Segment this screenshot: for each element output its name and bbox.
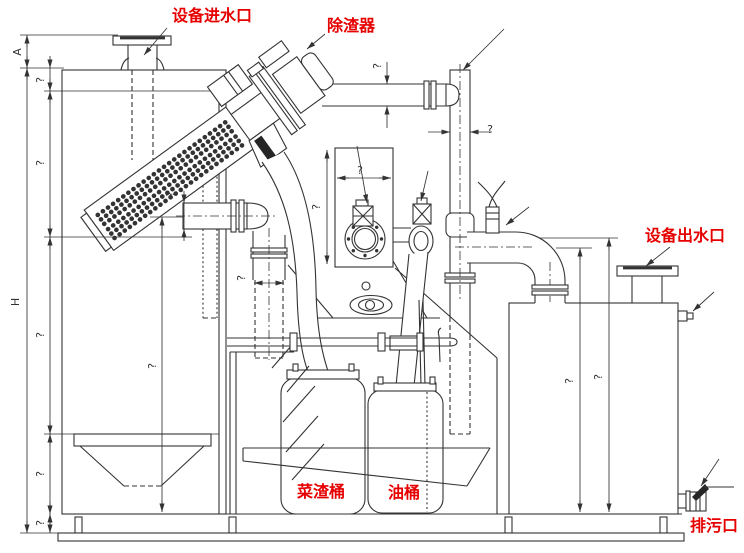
tank-side-pipe [176,199,288,360]
leader-oil-valve [420,170,429,202]
level-sensor [477,180,506,234]
leader-outlet [645,246,671,267]
dimension-lines [20,34,618,534]
label-residue-bucket: 菜渣桶 [296,482,345,501]
dim-unknown: ? [592,374,605,380]
oil-suction-assembly [389,197,442,387]
deslagger-assembly [80,39,334,253]
component-labels: 设备进水口 除渣器 设备出水口 菜渣桶 油桶 排污口 [172,6,738,535]
inlet-flange [112,35,172,160]
center-chamber [334,147,394,316]
top-discharge-pipe [322,80,460,110]
leader-riser-pipe [462,28,505,71]
dim-unknown: ? [487,123,493,136]
leader-arrows [143,27,720,487]
dim-label-a: A [11,48,24,56]
label-deslagger: 除渣器 [327,16,376,35]
oil-bucket [367,376,444,514]
leader-drain [700,458,720,487]
suction-tube [389,251,442,387]
dim-right-tank [577,238,612,512]
sludge-funnel [73,433,212,487]
label-inlet: 设备进水口 [172,6,252,25]
leader-inlet [143,27,168,56]
label-oil-bucket: 油桶 [388,483,420,502]
leader-deslagger [306,33,326,50]
leader-side-vent [692,291,715,312]
dim-unknown: ? [34,520,47,526]
residue-tube [261,151,330,375]
drain-valve [677,484,734,512]
dim-unknown: ? [164,191,177,197]
residue-bucket [271,344,366,515]
oil-valve [412,197,432,225]
outlet-flange [616,265,679,303]
hood-sight-oval [349,281,393,316]
label-drain: 排污口 [690,516,738,535]
deslagger-inlet-stub [206,63,254,108]
dim-unknown: ? [310,204,323,210]
dim-unknown: ? [34,332,47,338]
outlet-elbow [455,180,569,304]
dim-unknown: ? [357,164,363,177]
leader-chamber-valve [356,145,369,204]
side-vent-fitting [677,310,694,322]
label-outlet: 设备出水口 [645,226,725,245]
dim-unknown: ? [146,363,159,369]
dim-label-h: H [9,298,22,306]
dim-unknown: ? [563,378,576,384]
chamber-valve [352,199,374,227]
dim-unknown: ? [34,160,47,166]
leader-sensor [505,206,530,226]
dim-unknown: ? [34,471,47,477]
dimension-texts: A H ? ? ? ? ? ? ? ? ? ? ? ? ? ? [9,48,605,526]
support-rod [227,332,458,352]
dim-unknown: ? [34,77,47,83]
base-frame [57,513,685,542]
dim-unknown: ? [235,275,248,281]
drip-tray [242,447,491,487]
screen-basket [80,106,256,253]
dim-chamber [324,150,391,264]
right-tank [508,302,679,515]
deslagger-motor [258,39,334,115]
dim-unknown: ? [371,63,384,69]
discharge-chute [248,122,288,168]
riser-pipe [444,64,476,435]
